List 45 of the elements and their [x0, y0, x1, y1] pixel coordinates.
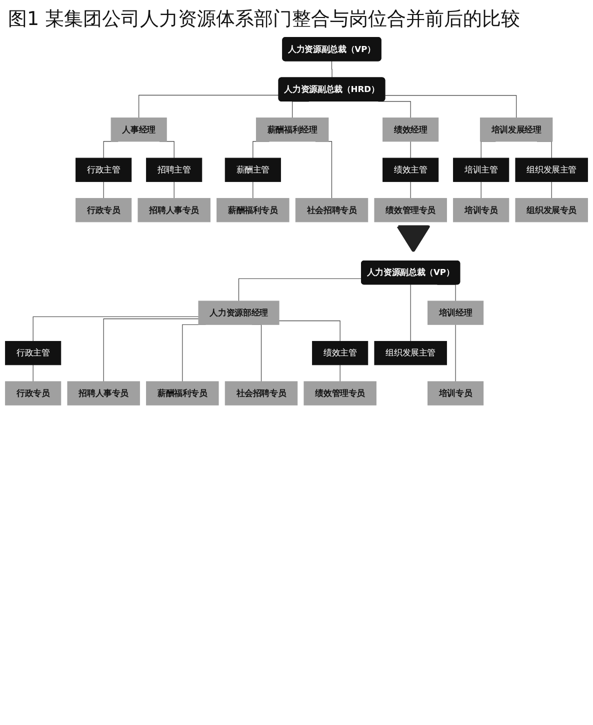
node-box: 组织发展主管	[515, 158, 588, 182]
connector	[32, 364, 34, 382]
connector	[331, 60, 332, 78]
connector	[32, 316, 199, 342]
node-box: 绩效主管	[382, 158, 439, 182]
connector	[103, 181, 104, 199]
node-box: 培训发展经理	[480, 118, 553, 142]
connector	[410, 284, 412, 342]
node-box: 培训经理	[428, 300, 484, 325]
node-box: 薪酬福利经理	[256, 118, 329, 142]
connector	[278, 320, 340, 342]
node-box: 行政主管	[5, 340, 62, 366]
node-box: 人事经理	[110, 118, 167, 142]
node-box: 组织发展主管	[374, 340, 447, 366]
connector	[410, 181, 411, 199]
connector	[138, 94, 280, 118]
node-box: 薪酬主管	[224, 158, 281, 182]
node-box: 招聘人事专员	[67, 381, 140, 406]
connector	[455, 324, 456, 382]
node-box: 社会招聘专员	[224, 381, 298, 406]
node-box: 招聘主管	[146, 158, 202, 182]
connector	[103, 318, 199, 382]
node-box: 招聘人事专员	[138, 198, 210, 222]
connector	[384, 95, 517, 118]
node-box: 绩效管理专员	[374, 198, 447, 222]
connector	[410, 141, 411, 158]
node-box: 绩效经理	[382, 118, 439, 142]
node-box: 行政主管	[76, 158, 132, 182]
node-box: 社会招聘专员	[295, 198, 368, 222]
connector	[480, 181, 482, 199]
node-box: 培训专员	[453, 198, 510, 222]
node-box: 行政专员	[76, 198, 132, 222]
title: 图1 某集团公司人力资源体系部门整合与岗位合并前后的比较	[7, 7, 522, 32]
connector	[252, 181, 254, 199]
node-box: 人力资源部经理	[198, 300, 280, 325]
connector	[238, 278, 362, 302]
node-box: 绩效主管	[312, 340, 368, 366]
node-box: 行政专员	[5, 381, 62, 406]
node-box: 薪酬福利专员	[146, 381, 219, 406]
node-box: 培训专员	[428, 381, 484, 406]
node-box: 培训主管	[453, 158, 510, 182]
node-box: 组织发展专员	[515, 198, 588, 222]
node-box: 绩效管理专员	[304, 381, 376, 406]
connector	[551, 181, 552, 199]
node-box: 薪酬福利专员	[216, 198, 290, 222]
